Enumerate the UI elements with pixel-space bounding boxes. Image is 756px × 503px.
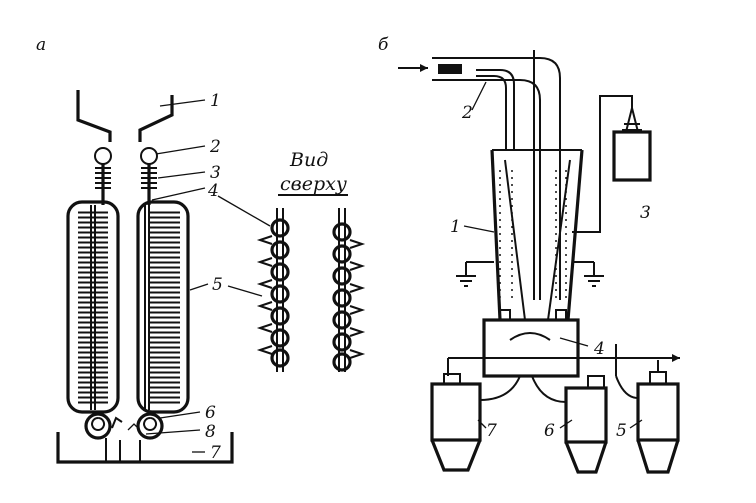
label-a-2: 2 xyxy=(209,137,221,157)
label-b-2: 2 xyxy=(461,103,473,123)
ground-left xyxy=(456,261,494,287)
label-b-6: 6 xyxy=(544,421,555,441)
label-b-4: 4 xyxy=(593,339,605,359)
ground-right xyxy=(574,261,604,287)
inlet-pipe xyxy=(398,50,561,300)
right-electrode-assembly xyxy=(127,147,190,440)
label-a-1: 1 xyxy=(210,91,221,111)
label-a-6: 6 xyxy=(205,403,216,423)
panel-b-leaders xyxy=(463,81,643,429)
label-a-7: 7 xyxy=(210,443,221,463)
panel-a: а xyxy=(36,35,366,464)
top-view-strip-left xyxy=(256,208,290,372)
hv-source xyxy=(572,95,652,233)
left-electrode-assembly xyxy=(66,147,123,462)
panel-a-leaders xyxy=(145,99,271,453)
label-b-7: 7 xyxy=(486,421,497,441)
label-a-8: 8 xyxy=(205,422,216,442)
panel-b: б xyxy=(378,35,680,474)
top-view-strip-right xyxy=(332,208,366,372)
cyclone-6 xyxy=(531,375,608,474)
feed-hopper xyxy=(76,90,174,142)
cyclone-7 xyxy=(430,373,521,472)
panel-a-letter: а xyxy=(36,35,46,55)
top-view-title-line2: сверху xyxy=(280,173,347,195)
panel-b-letter: б xyxy=(378,35,389,55)
top-view-title-line1: Вид xyxy=(289,149,328,171)
label-a-5: 5 xyxy=(212,275,223,295)
main-chamber xyxy=(490,149,584,321)
label-b-3: 3 xyxy=(640,203,651,223)
distribution-block xyxy=(447,309,680,378)
cyclone-5 xyxy=(615,360,680,474)
collection-tray xyxy=(56,432,234,464)
label-a-3: 3 xyxy=(210,163,221,183)
label-b-1: 1 xyxy=(450,217,461,237)
label-b-5: 5 xyxy=(616,421,627,441)
label-a-4: 4 xyxy=(207,181,219,201)
